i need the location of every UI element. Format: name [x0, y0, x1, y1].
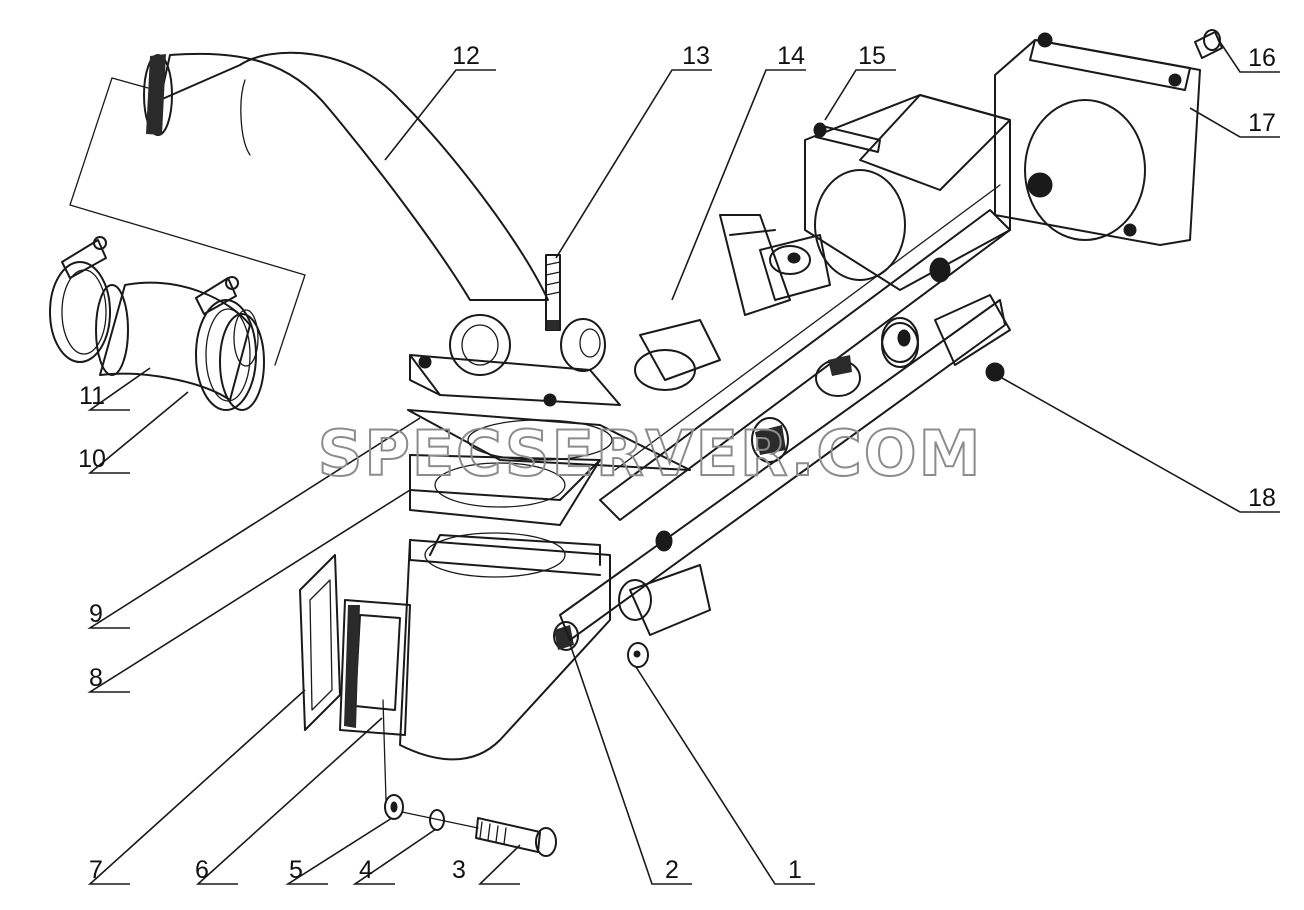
- leader-15: [824, 69, 896, 121]
- intake-elbow-body: [399, 532, 611, 761]
- intake-flange-adapter: [409, 314, 621, 407]
- leader-12: [384, 69, 496, 161]
- hose-assembly-outline: [69, 77, 306, 366]
- callout-2: 2: [665, 856, 679, 884]
- rail-port-4: [751, 417, 789, 463]
- part-5-flat-washer: [384, 794, 404, 820]
- rail-port-5: [618, 530, 711, 636]
- leader-11: [87, 367, 151, 411]
- leader-3: [478, 844, 521, 885]
- callout-17: 17: [1248, 109, 1276, 137]
- part-14-bracket: [719, 214, 791, 316]
- leader-2: [569, 643, 692, 885]
- part-15-bolt: [813, 122, 881, 153]
- callout-5: 5: [289, 856, 303, 884]
- leader-5: [285, 817, 393, 885]
- callout-3: 3: [452, 856, 466, 884]
- callout-4: 4: [359, 856, 373, 884]
- upper-right-housing: [804, 94, 1053, 291]
- leader-6: [195, 717, 383, 885]
- leader-13: [555, 69, 712, 259]
- leader-16: [1219, 41, 1280, 73]
- part-3-bolt: [475, 817, 557, 857]
- callout-labels: 1 2 3 4 5 6 7 8 9 10 11 12 13 14 15 16 1…: [78, 42, 1276, 884]
- leader-18: [1001, 377, 1280, 513]
- rail-port-6: [881, 317, 919, 363]
- watermark-text: SPECSERVER.COM: [318, 417, 983, 490]
- leader-10: [87, 391, 189, 474]
- leader-17: [1189, 107, 1280, 138]
- part-6-side-flange: [339, 599, 411, 736]
- callout-16: 16: [1248, 44, 1276, 72]
- leader-9: [87, 417, 421, 629]
- callout-1: 1: [788, 856, 802, 884]
- rail-port-2: [759, 234, 831, 301]
- part-18-lower-bracket: [881, 294, 1011, 382]
- part-10-hose-clamp-left: [49, 236, 111, 363]
- bolt-axis-line: [382, 699, 479, 829]
- rail-port-3: [815, 355, 861, 397]
- callout-10: 10: [78, 445, 106, 473]
- leader-4: [352, 828, 437, 885]
- callout-9: 9: [89, 600, 103, 628]
- leader-14: [671, 69, 806, 301]
- callout-13: 13: [682, 42, 710, 70]
- part-4-lock-washer: [429, 809, 445, 831]
- callout-14: 14: [777, 42, 805, 70]
- manifold-rail: [559, 184, 1011, 641]
- callout-11: 11: [79, 382, 105, 410]
- part-17-cover-plate: [994, 32, 1201, 246]
- callout-15: 15: [858, 42, 886, 70]
- part-10-hose-clamp-right: [195, 276, 257, 411]
- callout-7: 7: [89, 856, 103, 884]
- part-9-gasket: [407, 409, 691, 471]
- callout-8: 8: [89, 664, 103, 692]
- part-11-hose-sleeve: [95, 281, 265, 411]
- part-16-screw: [1194, 29, 1223, 59]
- leader-lines: [87, 41, 1280, 885]
- callout-12: 12: [452, 42, 480, 70]
- part-8-flange-plate: [409, 454, 601, 526]
- callout-18: 18: [1248, 484, 1276, 512]
- part-13-stud: [545, 254, 561, 331]
- leader-8: [87, 489, 411, 693]
- leader-7: [87, 689, 306, 885]
- callout-6: 6: [195, 856, 209, 884]
- part-12-intake-hose: [143, 51, 549, 301]
- part-1-plug: [627, 642, 649, 668]
- leader-1: [635, 666, 815, 885]
- rail-port-1: [560, 318, 721, 391]
- part-2-fitting: [553, 621, 579, 651]
- part-7-side-gasket: [299, 554, 341, 731]
